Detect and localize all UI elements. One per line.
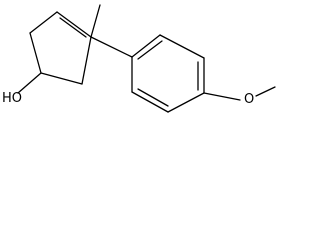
chemical-structure-diagram: HO O: [0, 0, 276, 124]
bond-ar5-ar6: [131, 91, 169, 113]
bond-c1-c5: [29, 11, 58, 34]
bond-c1-c2: [56, 11, 92, 38]
methoxy-oxygen-label: O: [244, 92, 255, 107]
bond-c1-c2-inner: [59, 17, 87, 38]
bond-ar4-o: [203, 92, 241, 101]
bond-ar1-ar2-inner: [137, 40, 163, 60]
bond-ar2-ar3: [159, 34, 205, 59]
bond-c4-oh: [17, 72, 42, 94]
hydroxyl-label: HO: [2, 91, 23, 106]
structure-bonds: [17, 4, 276, 113]
bond-c4-c3: [40, 72, 83, 85]
bond-ar1-ar2: [131, 34, 161, 58]
bond-o-ch3: [255, 86, 276, 97]
bond-ring-aryl: [90, 36, 133, 58]
bond-methyl: [90, 4, 101, 38]
bond-c3-c2: [81, 36, 92, 85]
bond-ar4-ar5: [167, 92, 205, 113]
bond-c5-c4: [29, 32, 42, 74]
bond-ar5-ar6-inner: [137, 88, 169, 107]
